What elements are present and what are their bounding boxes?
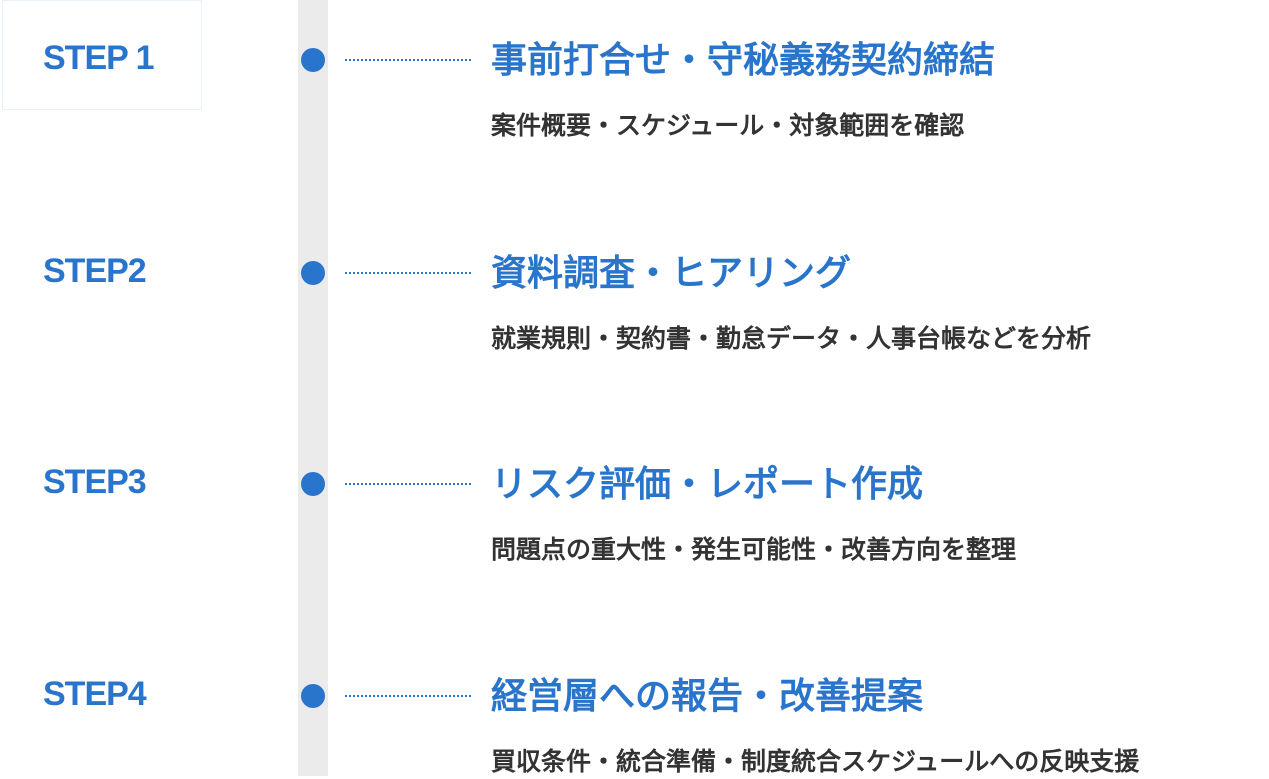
step-2-connector: [345, 272, 471, 274]
step-1-description: 案件概要・スケジュール・対象範囲を確認: [491, 111, 965, 140]
step-3-connector: [345, 483, 471, 485]
step-4-connector: [345, 695, 471, 697]
step-3-dot-icon: [301, 472, 325, 496]
step-4: STEP4 経営層への報告・改善提案 買収条件・統合準備・制度統合スケジュールへ…: [0, 636, 1269, 776]
step-3-description: 問題点の重大性・発生可能性・改善方向を整理: [491, 535, 1017, 564]
step-3: STEP3 リスク評価・レポート作成 問題点の重大性・発生可能性・改善方向を整理: [0, 424, 1269, 564]
step-1-connector: [345, 59, 471, 61]
step-4-description: 買収条件・統合準備・制度統合スケジュールへの反映支援: [491, 747, 1140, 776]
step-1-title: 事前打合せ・守秘義務契約締結: [491, 40, 996, 81]
step-4-label: STEP4: [43, 675, 147, 713]
step-2: STEP2 資料調査・ヒアリング 就業規則・契約書・勤怠データ・人事台帳などを分…: [0, 213, 1269, 353]
step-3-title: リスク評価・レポート作成: [491, 464, 924, 505]
step-1-label: STEP 1: [43, 39, 155, 77]
step-2-title: 資料調査・ヒアリング: [491, 253, 852, 294]
step-1: STEP 1 事前打合せ・守秘義務契約締結 案件概要・スケジュール・対象範囲を確…: [0, 0, 1269, 140]
step-1-dot-icon: [301, 48, 325, 72]
step-4-title: 経営層への報告・改善提案: [491, 676, 924, 717]
step-2-dot-icon: [301, 261, 325, 285]
step-2-label: STEP2: [43, 252, 147, 290]
step-4-dot-icon: [301, 684, 325, 708]
step-2-description: 就業規則・契約書・勤怠データ・人事台帳などを分析: [491, 324, 1092, 353]
timeline-rail: [298, 0, 328, 776]
step-1-label-box: [2, 0, 202, 110]
step-3-label: STEP3: [43, 463, 147, 501]
